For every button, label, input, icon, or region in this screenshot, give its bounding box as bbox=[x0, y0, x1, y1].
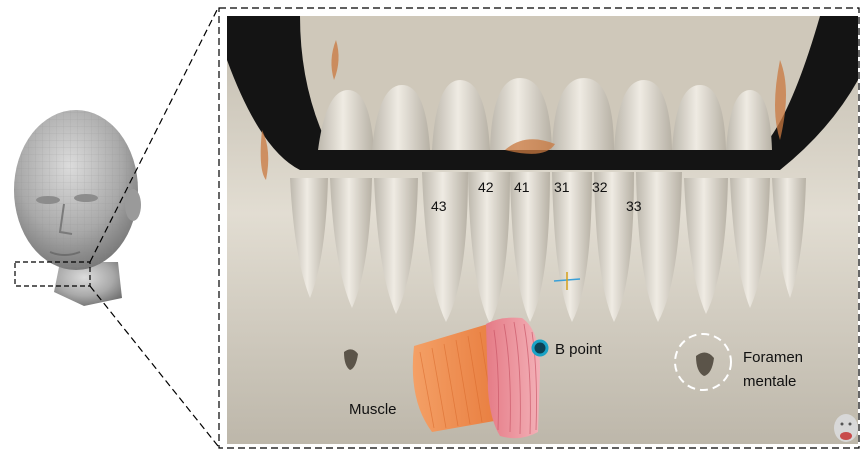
zoom-line-bottom bbox=[90, 286, 218, 446]
tooth-label-31: 31 bbox=[554, 179, 570, 195]
tooth-label-41: 41 bbox=[514, 179, 530, 195]
foramen-label-line1: Foramen bbox=[743, 349, 803, 366]
tooth-label-33: 33 bbox=[626, 198, 642, 214]
muscle-label: Muscle bbox=[349, 401, 397, 418]
orientation-head-icon bbox=[834, 414, 858, 442]
tooth-label-42: 42 bbox=[478, 179, 494, 195]
head-model-icon bbox=[14, 110, 141, 306]
tooth-label-43: 43 bbox=[431, 198, 447, 214]
muscle-pink-block bbox=[486, 318, 540, 439]
b-point-label: B point bbox=[555, 341, 603, 358]
tooth-label-32: 32 bbox=[592, 179, 608, 195]
b-point-marker bbox=[533, 341, 547, 355]
foramen-label-line2: mentale bbox=[743, 373, 796, 390]
